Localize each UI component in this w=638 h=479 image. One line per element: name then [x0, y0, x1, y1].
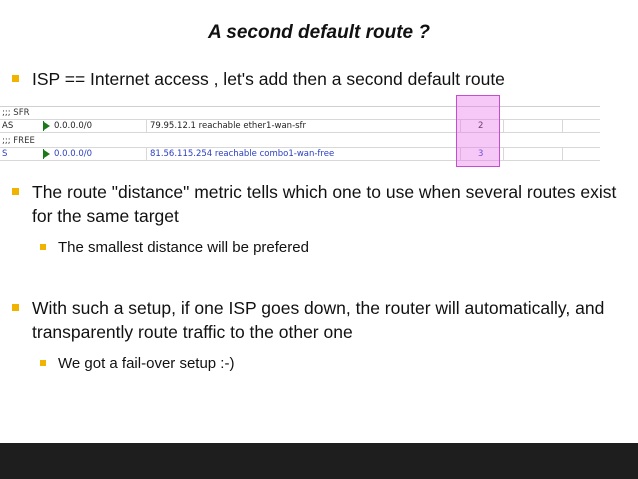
bullet-square-icon: [40, 244, 46, 250]
column-divider: [460, 148, 461, 160]
footer-bar: [0, 443, 638, 479]
column-divider: [503, 120, 504, 132]
bullet-failover: With such a setup, if one ISP goes down,…: [12, 296, 627, 344]
bullet-distance: The route "distance" metric tells which …: [12, 180, 627, 228]
table-top-border: [0, 100, 600, 107]
bullet-text: With such a setup, if one ISP goes down,…: [32, 298, 605, 342]
bullet-text: The route "distance" metric tells which …: [32, 182, 617, 226]
route-flags: AS: [2, 121, 14, 131]
column-divider: [503, 148, 504, 160]
route-comment-free: ;;; FREE: [2, 136, 35, 146]
flag-icon: [44, 150, 50, 158]
column-divider: [146, 148, 147, 160]
sub-bullet-failover: We got a fail-over setup :-): [40, 354, 620, 374]
sub-bullet-smallest: The smallest distance will be prefered: [40, 238, 620, 258]
flag-pole: [43, 121, 44, 131]
route-gateway: 81.56.115.254 reachable combo1-wan-free: [150, 149, 335, 159]
route-comment-sfr: ;;; SFR: [2, 108, 30, 118]
bullet-square-icon: [12, 75, 19, 82]
route-distance: 2: [478, 121, 484, 131]
route-table-screenshot: ;;; SFR AS 0.0.0.0/0 79.95.12.1 reachabl…: [0, 100, 600, 168]
route-gateway: 79.95.12.1 reachable ether1-wan-sfr: [150, 121, 307, 131]
route-flags: S: [2, 149, 8, 159]
route-row-sfr[interactable]: AS 0.0.0.0/0 79.95.12.1 reachable ether1…: [0, 119, 600, 133]
route-row-free[interactable]: S 0.0.0.0/0 81.56.115.254 reachable comb…: [0, 147, 600, 161]
column-divider: [562, 148, 563, 160]
distance-highlight-box: [456, 95, 500, 167]
sub-bullet-text: We got a fail-over setup :-): [58, 355, 235, 372]
column-divider: [562, 120, 563, 132]
bullet-square-icon: [12, 188, 19, 195]
slide-title: A second default route ?: [207, 22, 431, 43]
bullet-square-icon: [12, 304, 19, 311]
route-dst-address: 0.0.0.0/0: [54, 121, 93, 131]
bullet-square-icon: [40, 360, 46, 366]
column-divider: [460, 120, 461, 132]
bullet-isp: ISP == Internet access , let's add then …: [12, 67, 627, 91]
bullet-text: ISP == Internet access , let's add then …: [32, 69, 505, 89]
route-dst-address: 0.0.0.0/0: [54, 149, 93, 159]
route-distance: 3: [478, 149, 484, 159]
flag-icon: [44, 122, 50, 130]
column-divider: [146, 120, 147, 132]
sub-bullet-text: The smallest distance will be prefered: [58, 239, 309, 256]
flag-pole: [43, 149, 44, 159]
